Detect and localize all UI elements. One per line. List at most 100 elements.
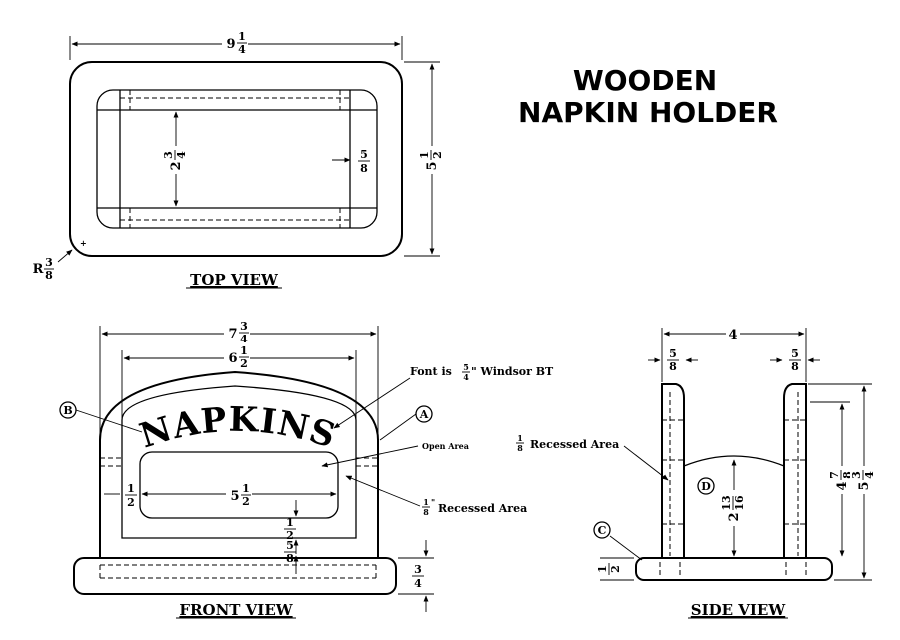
svg-text:8: 8	[791, 360, 799, 373]
svg-text:7: 7	[228, 327, 237, 342]
dim-front-outer: 7 3 4	[224, 318, 250, 346]
svg-text:2: 2	[431, 151, 444, 159]
svg-text:9: 9	[226, 37, 235, 52]
svg-text:1: 1	[286, 516, 294, 529]
svg-text:8: 8	[45, 269, 53, 282]
svg-text:3: 3	[45, 256, 53, 269]
svg-text:1: 1	[238, 30, 246, 43]
callout-b-label: B	[63, 404, 72, 417]
svg-text:1: 1	[517, 433, 523, 443]
svg-text:5: 5	[791, 347, 799, 360]
note-open-area: Open Area	[422, 441, 469, 451]
side-view: 4 5 8 5 8 4 7 8	[516, 324, 876, 619]
top-outer-outline	[69, 61, 403, 257]
title-line-2: NAPKIN HOLDER	[518, 96, 778, 129]
dim-side-right: 5 8	[789, 347, 801, 373]
dim-front-inner: 6 1 2	[224, 342, 250, 370]
svg-text:4: 4	[863, 471, 876, 479]
front-upright	[99, 370, 379, 558]
svg-text:5: 5	[669, 347, 677, 360]
svg-text:13: 13	[720, 495, 733, 510]
svg-text:1: 1	[242, 482, 250, 495]
dim-top-side: 5 8	[356, 146, 372, 175]
side-left-upright	[661, 383, 685, 558]
svg-text:5: 5	[360, 148, 368, 161]
side-center-curve	[683, 455, 785, 467]
svg-text:3: 3	[850, 471, 863, 479]
svg-text:1: 1	[127, 482, 135, 495]
svg-text:1: 1	[240, 344, 248, 357]
svg-text:1: 1	[423, 497, 429, 507]
side-view-label: SIDE VIEW	[691, 601, 787, 619]
svg-text:4: 4	[175, 151, 188, 159]
svg-text:4: 4	[238, 43, 246, 56]
side-base	[635, 557, 833, 581]
svg-text:8: 8	[841, 471, 854, 479]
svg-text:4: 4	[835, 481, 850, 490]
drawing-title: WOODEN NAPKIN HOLDER	[518, 64, 778, 129]
svg-text:4: 4	[463, 372, 469, 382]
svg-text:4: 4	[414, 577, 422, 590]
dim-side-left: 5 8	[667, 347, 679, 373]
dim-side-width: 4	[726, 324, 740, 343]
front-open-area	[139, 451, 339, 519]
dim-top-height: 5 1 2	[416, 146, 444, 174]
svg-text:8: 8	[669, 360, 677, 373]
svg-text:4: 4	[240, 333, 248, 346]
svg-text:" Windsor BT: " Windsor BT	[471, 365, 554, 378]
callout-c-label: C	[598, 524, 607, 537]
svg-text:2: 2	[242, 495, 250, 508]
svg-text:1: 1	[596, 565, 609, 573]
napkins-lettering: NAPKINS	[135, 400, 341, 457]
svg-text:2: 2	[286, 529, 294, 542]
top-inner-frame	[96, 89, 378, 229]
svg-text:3: 3	[162, 151, 175, 159]
svg-text:8: 8	[360, 162, 368, 175]
note-recessed-front: 1 8 " Recessed Area	[345, 475, 527, 517]
svg-text:3: 3	[414, 563, 422, 576]
dim-front-side: 1 2	[124, 482, 138, 509]
svg-text:5: 5	[463, 362, 469, 372]
svg-text:R: R	[33, 262, 44, 277]
dim-side-total: 5 3 4	[850, 466, 876, 494]
dim-front-base: 3 4	[412, 563, 424, 590]
side-right-upright	[783, 383, 807, 558]
svg-text:2: 2	[127, 496, 135, 509]
svg-text:8: 8	[517, 443, 523, 453]
dim-front-base-gap: 5 8	[284, 539, 296, 565]
svg-text:4: 4	[728, 328, 737, 343]
dim-side-center: 2 13 16	[720, 490, 746, 526]
title-line-1: WOODEN	[573, 64, 717, 97]
callout-d-label: D	[701, 480, 711, 493]
front-recess	[121, 385, 357, 539]
svg-text:5: 5	[857, 481, 872, 490]
svg-text:2: 2	[240, 357, 248, 370]
callout-a-label: A	[419, 408, 429, 421]
dim-top-width: 9 1 4	[222, 28, 248, 56]
dim-top-radius: R 3 8	[33, 256, 54, 282]
svg-text:7: 7	[828, 471, 841, 479]
svg-text:Recessed Area: Recessed Area	[530, 438, 619, 451]
dim-front-bottom: 1 2	[284, 516, 296, 542]
svg-text:3: 3	[240, 320, 248, 333]
callout-d-circle	[697, 477, 715, 495]
center-mark: +	[80, 238, 87, 248]
svg-text:2: 2	[609, 565, 622, 573]
dim-front-opening: 5 1 2	[226, 480, 252, 508]
dim-side-upright: 4 7 8	[828, 466, 854, 494]
callout-c-circle	[593, 521, 611, 539]
svg-text:5: 5	[230, 489, 239, 504]
dim-top-inner: 2 3 4	[162, 146, 188, 174]
svg-text:5: 5	[425, 161, 440, 170]
top-view: + 9 1 4 5 1 2 2 3 4	[33, 28, 444, 289]
svg-text:6: 6	[228, 351, 237, 366]
svg-text:Font is: Font is	[410, 365, 452, 378]
svg-text:": "	[431, 497, 435, 507]
svg-text:1: 1	[418, 151, 431, 159]
front-base	[73, 557, 397, 595]
svg-text:16: 16	[733, 495, 746, 511]
note-font: Font is 5 4 " Windsor BT	[333, 362, 554, 429]
front-view: NAPKINS 7 3 4 6 1 2 5 1	[59, 318, 554, 619]
top-view-label: TOP VIEW	[190, 271, 279, 289]
